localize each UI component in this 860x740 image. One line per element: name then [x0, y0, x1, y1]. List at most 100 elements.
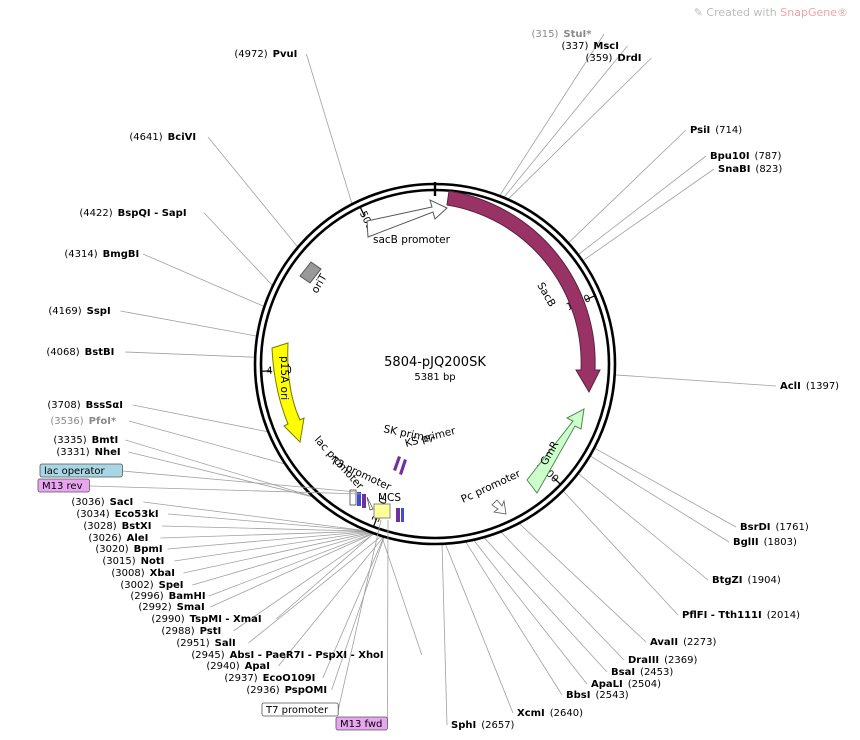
site-position: (337)	[562, 41, 589, 52]
site-label[interactable]: (2988)PstI	[161, 626, 221, 637]
feature-MCS-box[interactable]	[373, 503, 391, 519]
site-label[interactable]: (3015)NotI	[102, 556, 164, 567]
boxed-leader-line	[386, 519, 389, 725]
feature-sacB-promoter-arrow[interactable]	[366, 199, 448, 238]
site-position: (2990)	[151, 614, 184, 625]
site-position: (3015)	[102, 556, 135, 567]
site-name: NheI	[95, 447, 121, 458]
site-label[interactable]: (2936)PspOMI	[246, 685, 327, 696]
site-label[interactable]: (2940)ApaI	[206, 661, 270, 672]
boxed-label-bg[interactable]	[261, 702, 339, 717]
site-position: (3708)	[47, 400, 80, 411]
watermark-brand: SnapGene®	[780, 6, 848, 19]
boxed-leader-line	[89, 485, 363, 495]
site-label[interactable]: (3002)SpeI	[120, 580, 183, 591]
site-label[interactable]: (4422)BspQI - SapI	[79, 208, 186, 219]
site-label[interactable]: BsaI(2453)	[611, 667, 673, 678]
feature-SK-primer-arrow[interactable]	[393, 456, 401, 471]
site-label[interactable]: (4068)BstBI	[46, 347, 114, 358]
site-leader-line	[563, 491, 679, 616]
site-label[interactable]: (3335)BmtI	[53, 435, 118, 446]
site-name: Eco53kI	[115, 509, 159, 520]
site-position: (2940)	[206, 661, 239, 672]
site-label[interactable]: (337)MscI	[562, 41, 619, 52]
site-leader-line	[578, 155, 707, 255]
boxed-label-bg[interactable]	[39, 463, 123, 478]
feature-label-MCS: MCS	[378, 492, 401, 504]
site-label[interactable]: (2945)AbsI - PaeR7I - PspXI - XhoI	[191, 650, 383, 661]
site-label[interactable]: (4314)BmgBI	[64, 249, 139, 260]
site-position: (2014)	[767, 610, 800, 621]
feature-oriT-box[interactable]	[299, 261, 322, 284]
site-label[interactable]: (4169)SspI	[48, 306, 110, 317]
site-label[interactable]: (2990)TspMI - XmaI	[151, 614, 261, 625]
feature-KS-primer-arrow[interactable]	[399, 459, 407, 475]
site-position: (2951)	[176, 638, 209, 649]
feature-small-purple	[362, 494, 366, 508]
site-label[interactable]: PflFI - Tth111I(2014)	[682, 610, 800, 621]
site-label[interactable]: PsiI(714)	[690, 125, 742, 136]
site-name: SspI	[87, 306, 111, 317]
site-label[interactable]: AclI(1397)	[780, 381, 839, 392]
site-label[interactable]: XcmI(2640)	[517, 708, 583, 719]
feature-p15A-ori-arrow[interactable]	[271, 342, 305, 444]
site-label[interactable]: DraIII(2369)	[628, 655, 698, 666]
site-label[interactable]: (3036) SacI	[71, 497, 133, 508]
site-name: AclI	[780, 381, 801, 392]
site-label[interactable]: (3536)PfoI*	[50, 416, 117, 427]
site-position: (3331)	[56, 447, 89, 458]
site-label[interactable]: (2937)EcoO109I	[224, 673, 315, 684]
site-label[interactable]: (3026)AleI	[88, 533, 148, 544]
site-position: (3036)	[71, 497, 104, 508]
site-label[interactable]: (3034)Eco53kI	[76, 509, 158, 520]
site-label[interactable]: Bpu10I(787)	[710, 151, 782, 162]
boxed-label-text: M13 fwd	[340, 719, 382, 730]
site-label[interactable]: BsrDI(1761)	[740, 522, 809, 533]
site-leader-line	[142, 253, 264, 307]
site-name: BspQI - SapI	[118, 208, 187, 219]
site-position: (787)	[755, 151, 782, 162]
site-label[interactable]: AvaII(2273)	[650, 637, 716, 648]
site-label[interactable]: BtgZI(1904)	[712, 575, 781, 586]
site-position: (3028)	[83, 521, 116, 532]
site-name: SalI	[215, 638, 236, 649]
boxed-label-bg[interactable]	[37, 478, 90, 493]
site-label[interactable]: SphI(2657)	[451, 720, 515, 731]
leader-lines	[120, 33, 777, 726]
site-label[interactable]: (3020)BpmI	[95, 544, 162, 555]
plasmid-name: 5804-pJQ200SK	[384, 355, 486, 370]
site-position: (2453)	[640, 667, 673, 678]
site-label[interactable]: BbsI(2543)	[566, 690, 629, 701]
site-leader-line	[590, 455, 730, 543]
site-name: SphI	[451, 720, 476, 731]
boxed-label-bg[interactable]	[335, 716, 388, 731]
site-leader-line	[161, 525, 366, 532]
feature-label-p15A-ori: p15A ori	[278, 356, 290, 400]
site-label[interactable]: (4972)PvuI	[234, 49, 297, 60]
site-label[interactable]: (2996)BamHI	[130, 591, 205, 602]
site-position: (2936)	[246, 685, 279, 696]
site-label[interactable]: ApaLI(2504)	[591, 679, 661, 690]
site-position: (823)	[755, 164, 782, 175]
site-name: AbsI - PaeR7I - PspXI - XhoI	[230, 650, 384, 661]
site-leader-line	[519, 523, 647, 643]
site-label[interactable]: (3008)XbaI	[111, 568, 175, 579]
site-name: EcoO109I	[263, 673, 316, 684]
feature-SacB-arrow[interactable]	[446, 190, 601, 394]
site-label[interactable]: (3028)BstXI	[83, 521, 151, 532]
site-name: StuI*	[563, 29, 592, 40]
feature-GmR-arrow[interactable]	[526, 408, 585, 494]
site-label[interactable]: (2951) SalI	[176, 638, 235, 649]
site-label[interactable]: (3331) NheI	[56, 447, 120, 458]
site-label[interactable]: (359)DrdI	[586, 53, 642, 64]
site-position: (359)	[586, 53, 613, 64]
site-leader-line	[583, 168, 715, 261]
site-label[interactable]: (315)StuI*	[532, 29, 593, 40]
site-label[interactable]: (2992)SmaI	[138, 602, 204, 613]
site-label[interactable]: (3708)BssSαI	[47, 400, 123, 411]
site-name: SacI	[110, 497, 134, 508]
feature-Pc-promoter-arrow[interactable]	[491, 499, 507, 515]
site-label[interactable]: SnaBI(823)	[718, 164, 782, 175]
site-label[interactable]: (4641)BciVI	[129, 132, 196, 143]
site-label[interactable]: BglII(1803)	[733, 537, 797, 548]
